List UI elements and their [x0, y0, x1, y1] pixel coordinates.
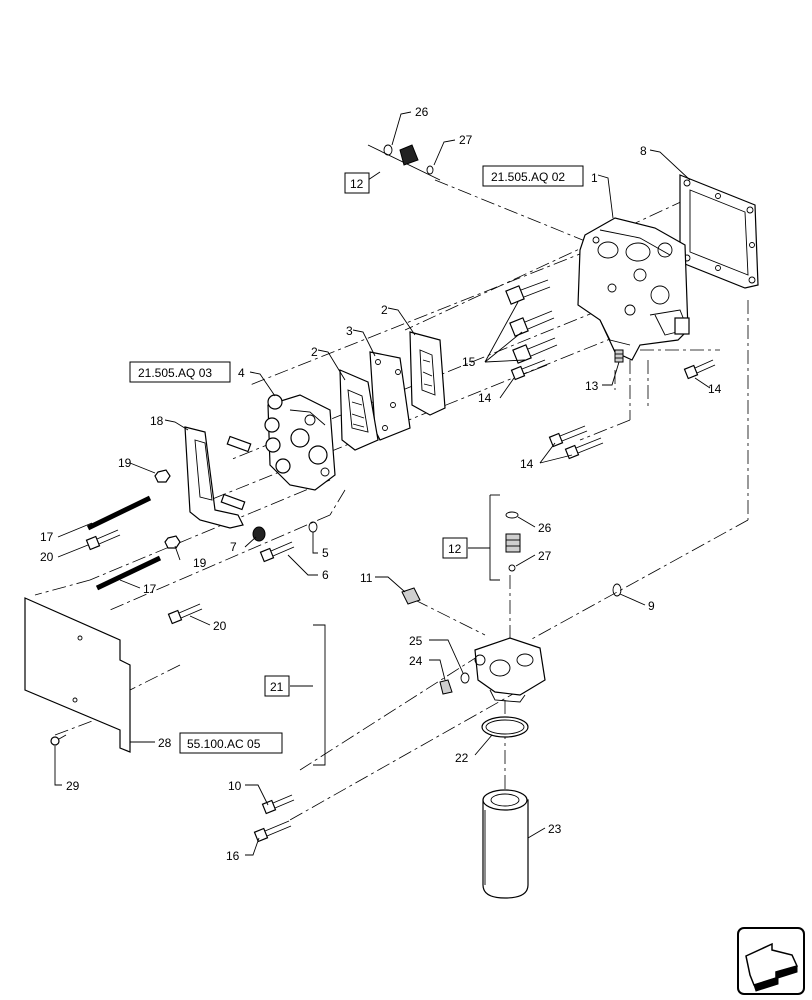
boxed-21: 21 [270, 680, 284, 694]
callout-5: 5 [322, 546, 329, 560]
callout-29: 29 [66, 779, 80, 793]
filter-head-part-21[interactable] [474, 637, 546, 703]
box-12-lower [442, 537, 468, 559]
leader-lines [54, 111, 711, 856]
callout-11: 11 [360, 571, 373, 585]
oring-part-9[interactable] [612, 583, 622, 597]
ref-link-21-505-aq02[interactable]: 21.505.AQ 02 [491, 170, 565, 184]
bolt-15c[interactable] [512, 337, 558, 364]
ref-link-55-100-ac05[interactable]: 55.100.AC 05 [187, 737, 261, 751]
bolt-part-16[interactable] [253, 820, 292, 843]
nut-part-19-lower[interactable] [164, 535, 181, 549]
bolt-part-6[interactable] [259, 541, 295, 563]
callout-17-upper: 17 [40, 530, 54, 544]
boxed-labels: 12 12 21 [270, 177, 462, 694]
bolt-15b[interactable] [509, 310, 555, 337]
ref-link-21-505-aq03[interactable]: 21.505.AQ 03 [138, 366, 212, 380]
nut-part-19-upper[interactable] [154, 469, 171, 483]
gasket-part-8[interactable] [679, 174, 759, 289]
screw-14-lower-b[interactable] [564, 437, 604, 460]
reference-links[interactable]: 21.505.AQ 02 21.505.AQ 03 55.100.AC 05 [138, 170, 565, 751]
callout-20-lower: 20 [213, 619, 227, 633]
solenoid-valve-part-4[interactable] [264, 394, 336, 491]
callout-20-upper: 20 [40, 550, 54, 564]
callout-7: 7 [230, 540, 237, 554]
screw-14-upper[interactable] [510, 359, 548, 381]
bracket-part-18[interactable] [184, 426, 252, 529]
fitting-part-11[interactable] [401, 587, 421, 605]
stud-part-17-upper[interactable] [86, 495, 152, 531]
ref-box-55-100-ac05 [179, 732, 283, 754]
callout-18: 18 [150, 414, 164, 428]
forward-page-arrow-icon[interactable] [737, 927, 805, 995]
callout-14-lower: 14 [520, 457, 534, 471]
fitting-part-12-lower[interactable] [505, 511, 521, 572]
bolt-part-20-upper[interactable] [85, 529, 121, 551]
bolt-part-20-lower[interactable] [167, 603, 203, 625]
ref-box-21-505-aq03 [129, 361, 231, 383]
valve-housing-part-1[interactable] [577, 217, 690, 361]
callout-26-lower: 26 [538, 521, 552, 535]
callout-13: 13 [585, 379, 599, 393]
plate-part-2-left[interactable] [339, 369, 379, 451]
screw-14-lower-a[interactable] [548, 425, 588, 448]
screw-14-right[interactable] [683, 359, 716, 380]
callout-24: 24 [409, 654, 423, 668]
stud-part-17-lower[interactable] [95, 555, 162, 591]
callout-25: 25 [409, 634, 423, 648]
screw-part-29[interactable] [50, 734, 67, 746]
ref-box-21-505-aq02 [482, 165, 584, 187]
callout-15: 15 [462, 355, 476, 369]
callout-2-left: 2 [311, 345, 318, 359]
callout-6: 6 [322, 568, 329, 582]
bolts-part-15[interactable] [505, 279, 558, 364]
oring-part-25[interactable] [460, 672, 470, 684]
plug-part-13[interactable] [614, 349, 624, 363]
callout-22: 22 [455, 751, 469, 765]
fitting-part-24[interactable] [439, 679, 453, 695]
callout-14-upper: 14 [478, 391, 492, 405]
washer-part-7[interactable] [252, 526, 266, 542]
callout-4: 4 [238, 366, 245, 380]
bolt-15a[interactable] [505, 279, 551, 305]
callout-23: 23 [548, 822, 562, 836]
washer-part-5[interactable] [308, 521, 318, 533]
callout-10: 10 [228, 779, 242, 793]
seal-ring-part-22[interactable] [481, 716, 529, 738]
box-21 [264, 675, 290, 697]
callout-19-lower: 19 [193, 556, 207, 570]
callout-3: 3 [346, 324, 353, 338]
callout-26-upper: 26 [415, 105, 429, 119]
boxed-12-upper: 12 [350, 177, 364, 191]
box-12-upper [344, 172, 370, 194]
callout-27-lower: 27 [538, 549, 552, 563]
callout-14-right: 14 [708, 382, 722, 396]
plate-part-3[interactable] [369, 351, 411, 441]
callout-17-lower: 17 [143, 582, 157, 596]
callout-28: 28 [158, 736, 172, 750]
filter-element-part-23[interactable] [482, 789, 529, 899]
callout-27-upper: 27 [459, 133, 473, 147]
callout-2-right: 2 [381, 303, 388, 317]
callout-8: 8 [640, 144, 647, 158]
callout-9: 9 [648, 599, 655, 613]
callout-16: 16 [226, 849, 240, 863]
callout-19-upper: 19 [118, 456, 132, 470]
cover-plate-part-28[interactable] [24, 597, 131, 753]
boxed-12-lower: 12 [448, 542, 462, 556]
fitting-part-12-upper[interactable] [367, 144, 441, 181]
callout-labels: 1 2 2 3 4 5 6 7 8 9 10 11 13 14 14 14 15… [40, 105, 722, 863]
callout-1: 1 [591, 171, 598, 185]
plate-part-2-right[interactable] [409, 331, 446, 416]
